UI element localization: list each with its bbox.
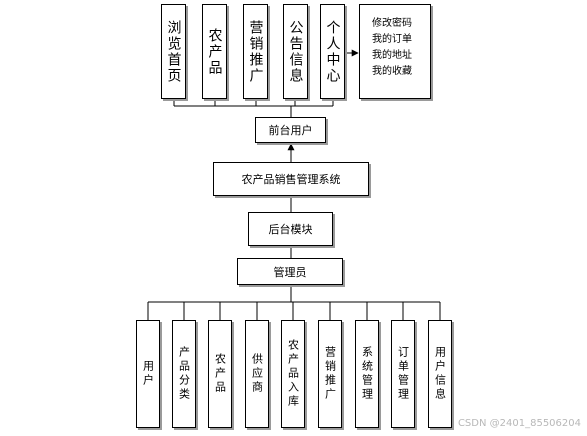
front-user-label: 前台用户 [268, 124, 313, 137]
module-stock-in: 农产品入库 [281, 320, 305, 428]
detail-my-orders: 我的订单 [372, 34, 412, 45]
system-label: 农产品销售管理系统 [241, 173, 341, 186]
module-label: 用户 [141, 360, 155, 388]
module-label: 农产品 [213, 353, 227, 395]
module-personal-center: 个人中心 [320, 4, 345, 99]
module-user-info: 用户信息 [428, 320, 452, 428]
detail-my-favorites: 我的收藏 [372, 66, 412, 77]
module-browse-home: 浏览首页 [161, 4, 186, 99]
detail-change-password: 修改密码 [372, 18, 412, 29]
backend-module-label: 后台模块 [268, 223, 313, 236]
admin-label: 管理员 [273, 265, 307, 279]
module-label: 供应商 [250, 353, 264, 395]
module-users: 用户 [136, 320, 160, 428]
module-label: 订单管理 [396, 346, 410, 402]
personal-center-detail: 修改密码 我的订单 我的地址 我的收藏 [359, 4, 431, 99]
module-marketing-admin: 营销推广 [318, 320, 342, 428]
admin-box: 管理员 [237, 258, 343, 285]
module-label: 公告信息 [287, 19, 304, 84]
system-box: 农产品销售管理系统 [213, 162, 369, 196]
module-label: 系统管理 [360, 346, 374, 402]
module-product-category: 产品分类 [172, 320, 196, 428]
module-marketing: 营销推广 [243, 4, 268, 99]
module-label: 个人中心 [324, 19, 341, 84]
module-order-management: 订单管理 [391, 320, 415, 428]
module-label: 农产品 [206, 27, 223, 76]
module-label: 营销推广 [323, 346, 337, 402]
front-user-box: 前台用户 [255, 117, 326, 143]
module-label: 用户信息 [433, 346, 447, 402]
detail-my-address: 我的地址 [372, 50, 412, 61]
backend-module-box: 后台模块 [248, 212, 333, 246]
module-suppliers: 供应商 [245, 320, 269, 428]
module-agri-products: 农产品 [202, 4, 227, 99]
module-system-management: 系统管理 [355, 320, 379, 428]
module-label: 营销推广 [247, 19, 264, 84]
module-label: 浏览首页 [165, 19, 182, 84]
module-agri-products-admin: 农产品 [208, 320, 232, 428]
module-label: 农产品入库 [286, 339, 300, 409]
module-label: 产品分类 [177, 346, 191, 402]
module-announcements: 公告信息 [283, 4, 308, 99]
watermark-text: CSDN @2401_85506204 [457, 418, 581, 429]
